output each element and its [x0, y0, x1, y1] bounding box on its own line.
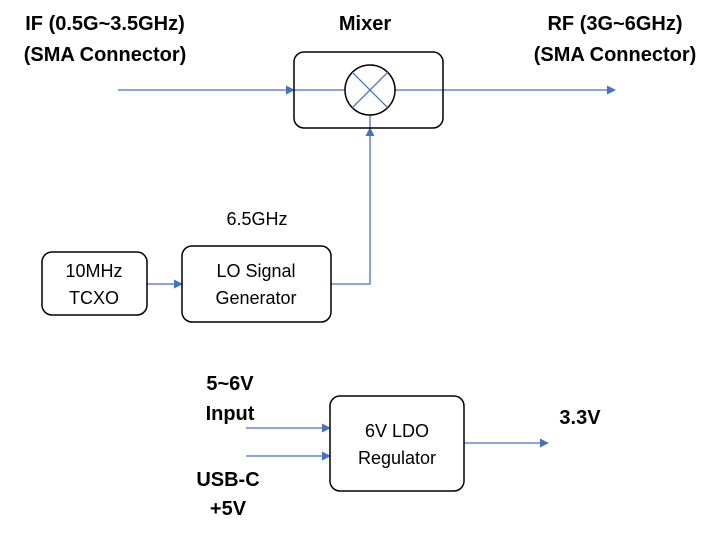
ldo-label-line1: 6V LDO [365, 421, 429, 441]
mixer-label: Mixer [339, 13, 391, 35]
lo-label-line2: Generator [215, 288, 296, 308]
ldo-label-line2: Regulator [358, 448, 436, 468]
lo-label-line1: LO Signal [216, 261, 295, 281]
circle-x-mixer-icon [344, 64, 396, 116]
ldo-regulator-block [329, 395, 465, 492]
lo-to-mixer-line [331, 127, 375, 285]
rf-label-line1: RF (3G~6GHz) [547, 13, 682, 35]
usbc-label-line2: +5V [210, 498, 247, 520]
usbc-label-line1: USB-C [196, 469, 259, 491]
if-label-line2: (SMA Connector) [24, 44, 187, 66]
output-voltage-label: 3.3V [559, 407, 601, 429]
rf-label-line2: (SMA Connector) [534, 44, 697, 66]
mixer-block [293, 51, 444, 129]
input-label-line1: 5~6V [206, 373, 254, 395]
tcxo-label-line1: 10MHz [65, 261, 122, 281]
lo-frequency-label: 6.5GHz [226, 209, 287, 229]
lo-generator-block [181, 245, 332, 323]
input-label-line2: Input [206, 403, 255, 425]
tcxo-block [41, 251, 148, 316]
if-label-line1: IF (0.5G~3.5GHz) [25, 13, 185, 35]
tcxo-label-line2: TCXO [69, 288, 119, 308]
